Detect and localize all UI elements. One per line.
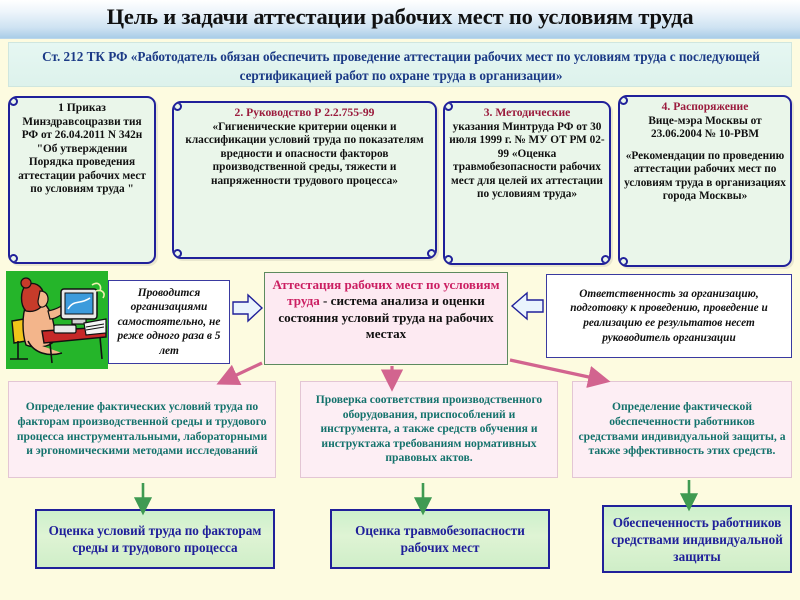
result-box-3: Обеспеченность работников средствами инд… bbox=[602, 505, 792, 573]
corner-nub-icon bbox=[174, 103, 182, 111]
arrow-center-to-responsibility bbox=[510, 291, 544, 321]
document-box-3-body: указания Минтруда РФ от 30 июля 1999 г. … bbox=[449, 121, 605, 201]
corner-nub-icon bbox=[10, 98, 18, 106]
result-box-1-text: Оценка условий труда по факторам среды и… bbox=[48, 523, 262, 555]
task-box-1-text: Определение фактических условий труда по… bbox=[16, 400, 268, 458]
document-box-3[interactable]: 3. Методические указания Минтруда РФ от … bbox=[443, 101, 611, 265]
task-box-2-text: Проверка соответствия производственного … bbox=[315, 393, 543, 465]
document-box-4-subheader: Вице-мэра Москвы от 23.06.2004 № 10-РВМ bbox=[648, 115, 762, 141]
task-box-2: Проверка соответствия производственного … bbox=[300, 381, 558, 478]
corner-nub-icon bbox=[445, 103, 453, 111]
document-box-1[interactable]: 1 Приказ Минздравсоцразви тия РФ от 26.0… bbox=[8, 96, 156, 264]
corner-nub-icon bbox=[10, 254, 18, 262]
document-box-4-body: «Рекомендации по проведению аттестации р… bbox=[624, 149, 786, 203]
document-box-1-body: Минздравсоцразви тия РФ от 26.04.2011 N … bbox=[18, 116, 146, 196]
frequency-note-box: Проводится организациями самостоятельно,… bbox=[108, 280, 230, 364]
result-box-2-text: Оценка травмобезопасности рабочих мест bbox=[355, 523, 525, 555]
woman-at-computer-clipart bbox=[6, 271, 108, 369]
clipart-drawing-icon bbox=[6, 271, 108, 369]
document-box-1-header: 1 Приказ bbox=[58, 101, 106, 114]
document-box-3-header: 3. Методические bbox=[483, 106, 571, 119]
law-quote-text: Ст. 212 ТК РФ «Работодатель обязан обесп… bbox=[42, 49, 760, 83]
definition-rest: - система анализа и оценки состояния усл… bbox=[278, 293, 494, 342]
document-box-2-header: 2. Руководство Р 2.2.755-99 bbox=[234, 106, 375, 119]
task-box-3-text: Определение фактической обеспеченности р… bbox=[578, 400, 786, 458]
corner-nub-icon bbox=[620, 257, 628, 265]
law-quote-box: Ст. 212 ТК РФ «Работодатель обязан обесп… bbox=[8, 42, 792, 87]
corner-nub-icon bbox=[174, 249, 182, 257]
corner-nub-icon bbox=[620, 97, 628, 105]
arrow-center-to-task-3 bbox=[509, 358, 611, 388]
corner-nub-icon bbox=[427, 249, 435, 257]
responsibility-box: Ответственность за организацию, подготов… bbox=[546, 274, 792, 358]
document-box-4[interactable]: 4. Распоряжение Вице-мэра Москвы от 23.0… bbox=[618, 95, 792, 267]
result-box-1: Оценка условий труда по факторам среды и… bbox=[35, 509, 275, 569]
frequency-note-text: Проводится организациями самостоятельно,… bbox=[117, 286, 221, 357]
document-box-2[interactable]: 2. Руководство Р 2.2.755-99 «Гигиеническ… bbox=[172, 101, 437, 259]
arrow-center-to-task-1 bbox=[216, 361, 263, 386]
arrow-note-to-center bbox=[232, 293, 264, 323]
responsibility-text: Ответственность за организацию, подготов… bbox=[570, 287, 768, 344]
definition-box: Аттестация рабочих мест по условиям труд… bbox=[264, 272, 508, 365]
task-box-3: Определение фактической обеспеченности р… bbox=[572, 381, 792, 478]
document-box-2-body: «Гигиенические критерии оценки и классиф… bbox=[185, 121, 424, 187]
definition-term: Аттестация рабочих мест по условиям труд… bbox=[272, 277, 500, 309]
definition-text: Аттестация рабочих мест по условиям труд… bbox=[271, 277, 501, 343]
corner-nub-icon bbox=[445, 255, 453, 263]
page-title: Цель и задачи аттестации рабочих мест по… bbox=[106, 4, 694, 29]
title-band bbox=[0, 0, 800, 39]
corner-nub-icon bbox=[601, 255, 609, 263]
result-box-3-text: Обеспеченность работников средствами инд… bbox=[611, 514, 783, 564]
task-box-1: Определение фактических условий труда по… bbox=[8, 381, 276, 478]
document-box-4-header: 4. Распоряжение bbox=[661, 100, 749, 113]
result-box-2: Оценка травмобезопасности рабочих мест bbox=[330, 509, 550, 569]
